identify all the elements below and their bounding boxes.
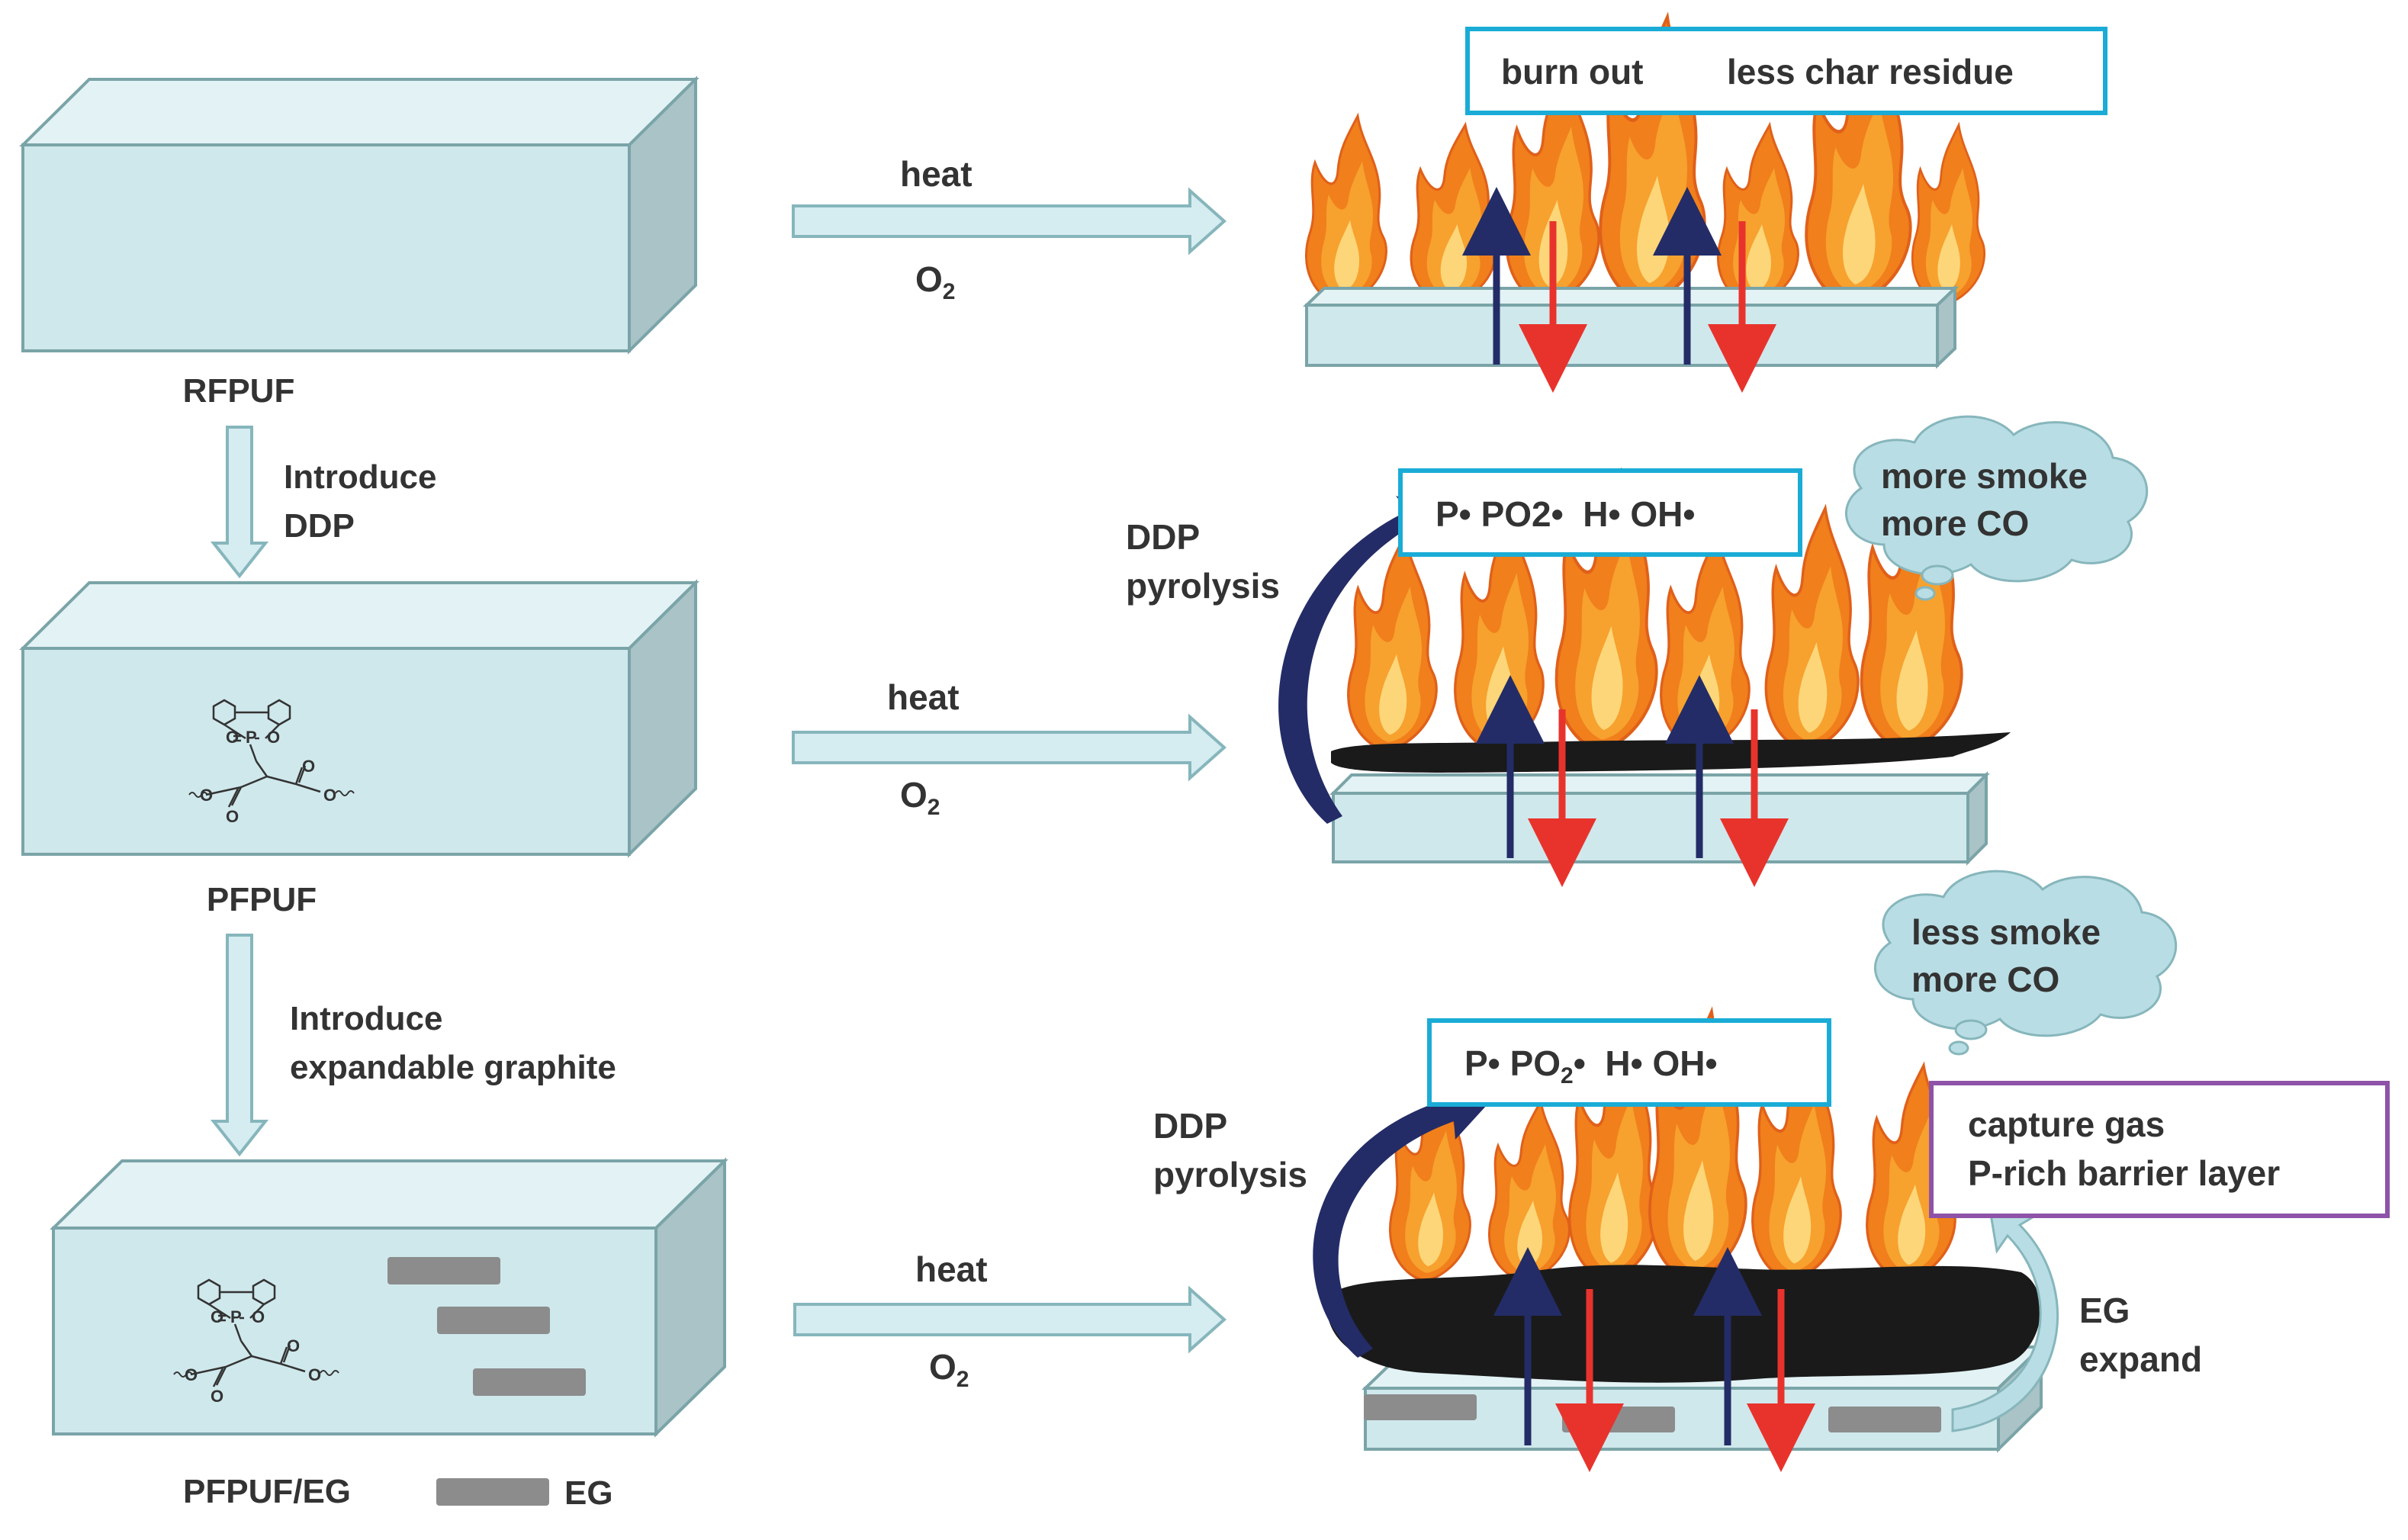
barrier-layer-text: P-rich barrier layer: [1968, 1153, 2280, 1193]
eg-legend-label: EG: [564, 1474, 613, 1512]
thin-char-layer: [1331, 732, 2011, 773]
smoke-cloud-2: [1874, 870, 2178, 1056]
heat-label-2: heat: [887, 677, 960, 717]
ddp-structure-1: O P O O O O O: [188, 699, 355, 826]
radicals-box-1: [1398, 468, 1802, 557]
mol2-o-left: O: [185, 1365, 198, 1384]
smoke-1-line1: more smoke: [1881, 456, 2088, 496]
mol2-p: P: [230, 1307, 242, 1326]
radicals-box-2: [1427, 1018, 1831, 1107]
eg-legend-swatch: [436, 1478, 549, 1506]
burn-scene-1: [1303, 17, 1986, 393]
introduce-eg-line1: Introduce: [290, 1000, 442, 1037]
mol2-o-bottom: O: [211, 1387, 223, 1406]
heat-arrow-1: [792, 187, 1227, 256]
mol-p: P: [246, 728, 257, 747]
thick-char-layer: [1326, 1265, 2041, 1383]
burn-scene-2: [1278, 472, 2011, 887]
eg-bar-1: [1364, 1394, 1477, 1420]
mol-o-left: O: [200, 786, 213, 805]
o2-label-1: O2: [915, 259, 955, 304]
rfpuf-block: [19, 76, 699, 355]
eg-bar-2: [1562, 1407, 1675, 1432]
pfpuf-block: [19, 579, 699, 858]
smoke-1-line2: more CO: [1881, 503, 2029, 543]
heat-arrow-3: [793, 1285, 1227, 1354]
pfpuf-eg-label: PFPUF/EG: [183, 1473, 351, 1510]
mol-o-top: O: [302, 757, 315, 776]
burnout-box: [1465, 27, 2107, 115]
pfpuf-label: PFPUF: [207, 881, 317, 918]
rfpuf-label: RFPUF: [183, 372, 295, 410]
barrier-box: [1929, 1081, 2390, 1218]
ddp-pyrolysis-2-line1: DDP: [1153, 1106, 1227, 1146]
mol2-o-top: O: [287, 1336, 300, 1355]
less-char-text: less char residue: [1727, 52, 2014, 92]
ddp-pyrolysis-1-line1: DDP: [1126, 517, 1200, 557]
smoke-cloud-1: [1845, 415, 2149, 601]
smoke-2-line1: less smoke: [1911, 912, 2101, 952]
ddp-structure-2: O P O O O O O: [172, 1278, 340, 1406]
radicals-text-1: P• PO2• H• OH•: [1435, 494, 1696, 534]
mol-o-right: O: [323, 786, 336, 805]
heat-arrow-2: [792, 713, 1227, 782]
mol-o-bottom: O: [226, 807, 239, 826]
smoke-2-line2: more CO: [1911, 960, 2059, 999]
heat-label-3: heat: [915, 1249, 988, 1289]
mol-o-double: O: [226, 728, 239, 747]
introduce-ddp-line1: Introduce: [284, 458, 436, 496]
mol2-o-double: O: [211, 1307, 223, 1326]
o2-label-2: O2: [900, 775, 940, 820]
eg-expand-line1: EG: [2079, 1291, 2130, 1330]
heat-label-1: heat: [900, 154, 973, 194]
eg-expand-line2: expand: [2079, 1339, 2202, 1379]
introduce-eg-line2: expandable graphite: [290, 1049, 616, 1086]
mol2-o-right: O: [308, 1365, 321, 1384]
down-arrow-1: [210, 426, 269, 579]
ddp-pyrolysis-2-line2: pyrolysis: [1153, 1155, 1307, 1194]
capture-gas-text: capture gas: [1968, 1104, 2165, 1144]
mol-o-ring: O: [267, 728, 280, 747]
pfpuf-eg-block: [50, 1157, 728, 1438]
burnout-text: burn out: [1501, 52, 1644, 92]
down-arrow-2: [210, 934, 269, 1157]
mol2-o-ring: O: [252, 1307, 265, 1326]
introduce-ddp-line2: DDP: [284, 507, 355, 545]
radicals-text-2: P• PO2• H• OH•: [1464, 1043, 1718, 1088]
ddp-pyrolysis-1-line2: pyrolysis: [1126, 566, 1280, 606]
eg-bar-3: [1828, 1407, 1941, 1432]
ddp-pyrolysis-arrow-2: [1313, 1083, 1487, 1358]
burn-scene-3: [1313, 1011, 2059, 1472]
o2-label-3: O2: [929, 1347, 969, 1392]
